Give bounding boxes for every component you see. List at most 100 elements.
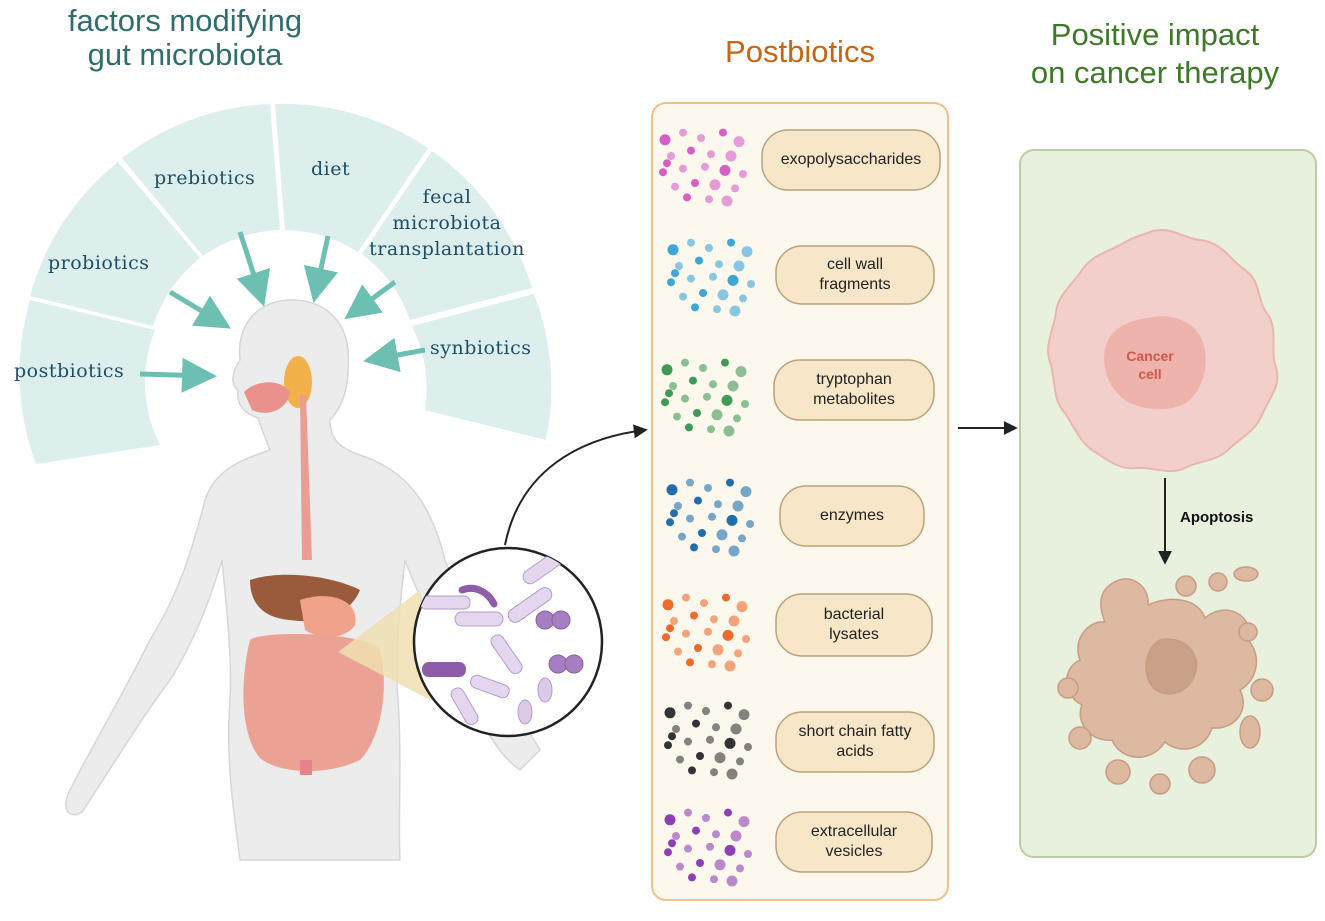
- postbiotic-dot: [671, 269, 679, 278]
- factor-synbiotics: synbiotics: [430, 337, 532, 359]
- postbiotic-dot: [681, 394, 689, 403]
- postbiotic-dot: [664, 848, 672, 857]
- right-title: Positive impact on cancer therapy: [1000, 16, 1310, 92]
- postbiotic-dot: [684, 737, 692, 746]
- postbiotic-dot: [730, 723, 742, 735]
- postbiotic-label-line: tryptophan: [816, 371, 892, 388]
- postbiotic-dot: [667, 244, 679, 256]
- postbiotic-dot: [726, 875, 738, 887]
- postbiotic-dot: [714, 752, 726, 764]
- postbiotic-dot: [697, 134, 705, 142]
- postbiotic-dot: [732, 500, 744, 512]
- bacteria-magnifier: [412, 546, 604, 738]
- postbiotic-dot: [714, 859, 726, 871]
- postbiotics-pills: [761, 129, 941, 873]
- postbiotic-dot: [663, 159, 671, 168]
- postbiotic-dot: [739, 170, 747, 178]
- postbiotic-dot: [715, 260, 723, 269]
- postbiotic-dot: [729, 305, 741, 317]
- postbiotic-dot: [696, 859, 704, 867]
- postbiotic-dot: [659, 134, 671, 146]
- factor-probiotics: probiotics: [48, 252, 150, 274]
- factor-postbiotics: postbiotics: [14, 360, 125, 382]
- postbiotic-dot: [730, 830, 742, 842]
- postbiotic-label-line: cell wall: [826, 256, 883, 273]
- postbiotic-dot: [733, 414, 741, 423]
- postbiotic-dot: [687, 238, 695, 247]
- postbiotic-dot: [735, 366, 747, 378]
- postbiotic-pill: [775, 245, 935, 305]
- postbiotic-dot: [707, 425, 715, 434]
- postbiotic-dot: [703, 392, 711, 401]
- postbiotic-dot: [708, 660, 716, 669]
- postbiotic-dot: [712, 644, 724, 656]
- postbiotic-label-line: short chain fatty: [798, 723, 912, 740]
- postbiotic-dot: [694, 496, 702, 505]
- right-title-line-1: Positive impact: [1050, 17, 1260, 52]
- postbiotic-dot: [682, 629, 690, 638]
- human-body: [65, 299, 541, 861]
- apoptotic-cell: [1057, 566, 1274, 795]
- postbiotic-label-line: acids: [836, 743, 874, 760]
- postbiotic-dot: [719, 164, 731, 176]
- postbiotic-pill: [761, 129, 941, 191]
- postbiotic-dot: [726, 478, 734, 487]
- postbiotic-dot: [721, 195, 733, 207]
- postbiotic-dot: [691, 179, 699, 187]
- postbiotic-dot: [709, 179, 721, 191]
- postbiotic-dot: [719, 128, 727, 137]
- postbiotic-dot: [746, 520, 754, 528]
- postbiotic-dot: [686, 658, 694, 667]
- postbiotic-pill: [779, 485, 925, 547]
- postbiotic-dot: [721, 358, 729, 367]
- postbiotic-dot: [706, 735, 714, 744]
- zoom-callout: [338, 590, 430, 700]
- postbiotic-dot: [664, 741, 672, 750]
- factor-fmt: fecal microbiota transplantation: [362, 184, 532, 262]
- postbiotic-dot: [700, 599, 708, 607]
- postbiotic-dot: [724, 737, 736, 749]
- postbiotic-dot: [670, 617, 678, 625]
- factor-fmt-line-3: transplantation: [369, 238, 525, 260]
- postbiotic-label-line: exopolysaccharides: [780, 151, 922, 168]
- postbiotic-dot: [668, 839, 676, 848]
- postbiotic-dot: [731, 184, 739, 193]
- postbiotic-dot: [674, 502, 682, 510]
- postbiotic-dot: [736, 757, 744, 766]
- postbiotic-dot: [696, 752, 704, 760]
- factors-fan: [19, 103, 552, 464]
- postbiotic-dot: [741, 246, 753, 258]
- postbiotic-dot: [699, 289, 707, 297]
- factor-fmt-line-2: microbiota: [392, 212, 502, 234]
- postbiotic-dot: [738, 709, 750, 721]
- apoptosis-label: Apoptosis: [1180, 509, 1254, 526]
- postbiotic-dot: [675, 262, 683, 270]
- postbiotic-dot: [661, 364, 673, 376]
- postbiotic-dot: [683, 193, 691, 202]
- postbiotic-dot: [701, 162, 709, 171]
- postbiotic-label-line: fragments: [819, 276, 891, 293]
- postbiotic-dot: [688, 766, 696, 775]
- postbiotic-dot: [707, 150, 715, 159]
- postbiotic-dot: [726, 768, 738, 780]
- postbiotic-dot: [740, 486, 752, 498]
- cancer-label-line-2: cell: [1138, 366, 1162, 382]
- postbiotic-dot: [741, 400, 749, 408]
- postbiotic-dot: [676, 862, 684, 871]
- postbiotic-dot: [711, 409, 723, 421]
- postbiotic-dot: [704, 484, 712, 492]
- fan-segment-diet: [275, 103, 428, 252]
- factor-arrows: [139, 231, 426, 393]
- postbiotic-dot: [728, 615, 740, 627]
- postbiotic-dot: [722, 629, 734, 641]
- postbiotic-dot: [726, 514, 738, 526]
- postbiotic-dot: [687, 274, 695, 283]
- postbiotic-dot: [679, 164, 687, 173]
- postbiotic-dot: [704, 627, 712, 636]
- postbiotic-dot: [690, 543, 698, 552]
- postbiotic-dot: [742, 635, 750, 643]
- postbiotic-dot: [684, 701, 692, 710]
- postbiotic-dot: [727, 274, 739, 286]
- postbiotic-dot: [692, 826, 700, 835]
